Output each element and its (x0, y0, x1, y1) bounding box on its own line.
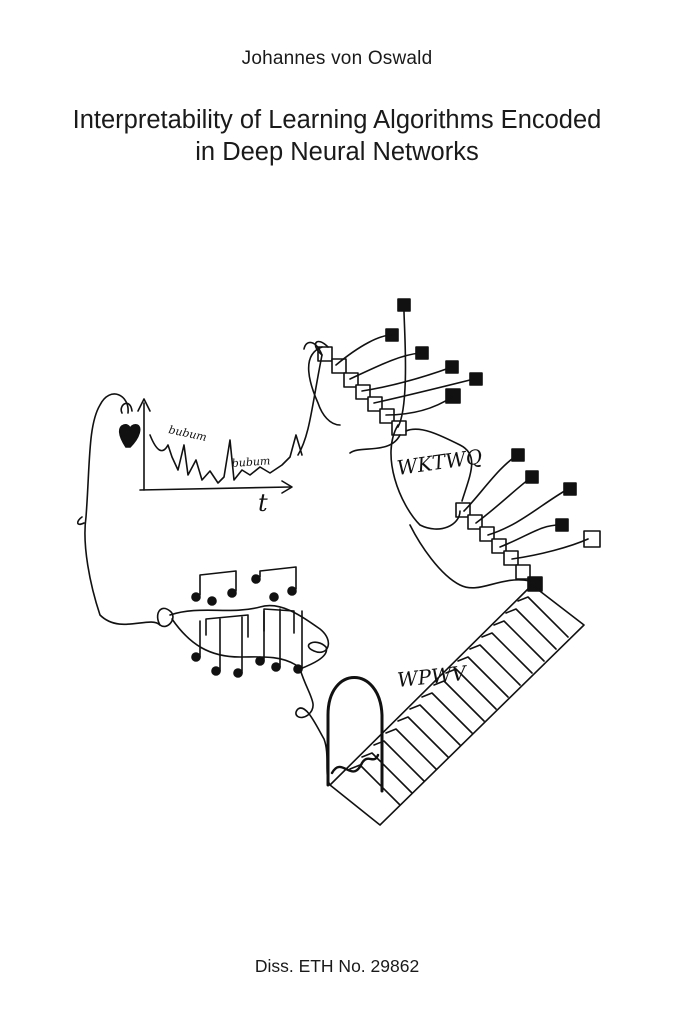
label-wp-wv: WPWV (396, 661, 470, 692)
cover-illustration: bubum bubum t (76, 298, 601, 826)
staircase (329, 584, 585, 826)
thesis-title: Interpretability of Learning Algorithms … (30, 104, 644, 168)
music-notes (156, 566, 331, 786)
title-line-2: in Deep Neural Networks (195, 138, 479, 166)
label-axis-t: t (258, 489, 268, 517)
title-line-1: Interpretability of Learning Algorithms … (72, 106, 602, 134)
upper-network-chain (307, 298, 483, 454)
arch-shape (326, 676, 384, 793)
connector-plot-to-network (297, 341, 323, 456)
dissertation-number: Diss. ETH No. 29862 (254, 956, 420, 976)
label-bubum-2: bubum (231, 454, 271, 470)
author-name: Johannes von Oswald (241, 48, 433, 69)
left-loop-wire (84, 393, 161, 626)
lower-network-chain (390, 424, 601, 592)
heartbeat-plot: bubum bubum t (118, 398, 303, 517)
heart-icon (118, 424, 141, 448)
label-bubum-1: bubum (167, 423, 208, 444)
